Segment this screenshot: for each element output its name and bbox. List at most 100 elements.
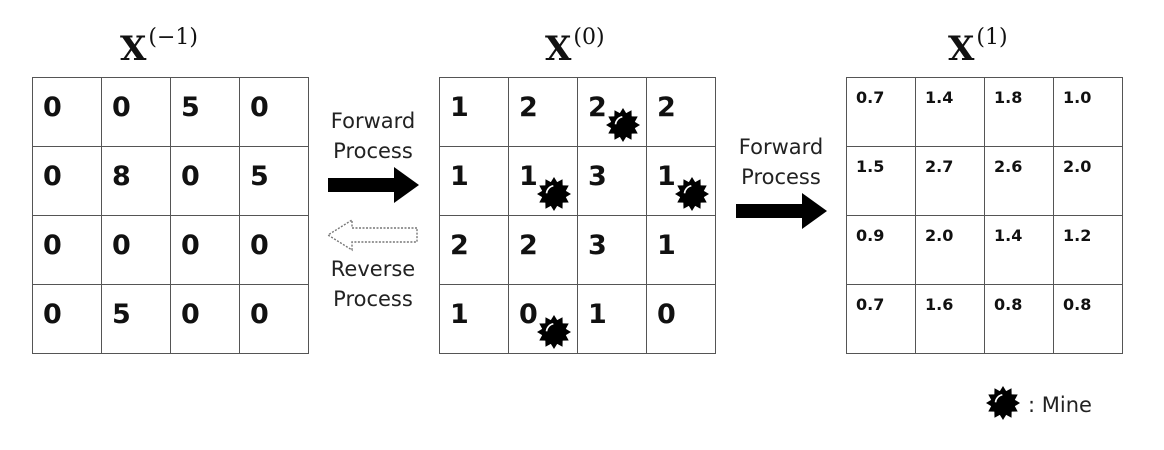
forward-process-label-2: Forward Process: [716, 132, 846, 192]
matrix-cell: 1: [508, 146, 578, 216]
cell-value: 0: [519, 299, 538, 330]
matrix-cell: 0: [32, 284, 102, 354]
cell-value: 0: [181, 230, 200, 261]
matrix-cell: 0: [101, 77, 171, 147]
matrix-title-x-0: X(0): [545, 27, 605, 69]
matrix-cell: 0.9: [846, 215, 916, 285]
matrix-title-base: X: [948, 29, 975, 69]
matrix-cell: 2: [439, 215, 509, 285]
matrix-row: 1.5 2.7 2.6 2.0: [846, 146, 1123, 216]
cell-value: 1: [450, 299, 469, 330]
cell-value: 1: [657, 230, 676, 261]
matrix-cell: 1: [439, 146, 509, 216]
cell-value: 0: [250, 230, 269, 261]
matrix-cell: 0.8: [1053, 284, 1123, 354]
matrix-cell: 1: [577, 284, 647, 354]
cell-value: 2: [450, 230, 469, 261]
legend-text: : Mine: [1028, 393, 1092, 417]
matrix-row: 0.9 2.0 1.4 1.2: [846, 215, 1123, 285]
cell-value: 3: [588, 161, 607, 192]
cell-value: 1.5: [856, 157, 885, 176]
matrix-cell: 1.8: [984, 77, 1054, 147]
matrix-row: 1 1 3 1: [439, 146, 716, 216]
cell-value: 0: [657, 299, 676, 330]
cell-value: 0: [112, 92, 131, 123]
matrix-row: 2 2 3 1: [439, 215, 716, 285]
forward-process-label-1: Forward Process: [308, 106, 438, 166]
matrix-cell: 2.6: [984, 146, 1054, 216]
matrix-cell: 0: [32, 215, 102, 285]
matrix-cell: 2: [577, 77, 647, 147]
cell-value: 2.6: [994, 157, 1023, 176]
cell-value: 1.8: [994, 88, 1023, 107]
cell-value: 2.7: [925, 157, 954, 176]
cell-value: 2: [657, 92, 676, 123]
cell-value: 0.7: [856, 88, 885, 107]
mine-icon: [537, 315, 571, 349]
matrix-cell: 2: [508, 77, 578, 147]
matrix-cell: 0: [170, 146, 240, 216]
matrix-cell: 5: [239, 146, 309, 216]
label-line: Reverse: [330, 257, 416, 281]
matrix-cell: 1.5: [846, 146, 916, 216]
matrix-cell: 0: [32, 77, 102, 147]
legend: : Mine: [986, 386, 1092, 424]
matrix-title-base: X: [545, 29, 572, 69]
cell-value: 0.8: [994, 295, 1023, 314]
cell-value: 1: [519, 161, 538, 192]
matrix-cell: 2.0: [1053, 146, 1123, 216]
cell-value: 1.4: [994, 226, 1023, 245]
matrix-cell: 2: [508, 215, 578, 285]
cell-value: 0: [43, 299, 62, 330]
cell-value: 2: [519, 92, 538, 123]
cell-value: 1.2: [1063, 226, 1092, 245]
cell-value: 0: [43, 161, 62, 192]
matrix-cell: 3: [577, 215, 647, 285]
matrix-title-superscript: (1): [976, 25, 1008, 50]
matrix-cell: 2.7: [915, 146, 985, 216]
cell-value: 0.9: [856, 226, 885, 245]
mine-icon: [606, 108, 640, 142]
forward-arrow-icon: [328, 167, 419, 203]
matrix-cell: 0: [239, 77, 309, 147]
matrix-cell: 0.7: [846, 284, 916, 354]
cell-value: 2: [519, 230, 538, 261]
cell-value: 2: [588, 92, 607, 123]
cell-value: 0: [250, 299, 269, 330]
matrix-title-superscript: (−1): [148, 25, 198, 50]
cell-value: 3: [588, 230, 607, 261]
reverse-arrow-icon: [326, 218, 418, 252]
label-line: Forward: [330, 109, 416, 133]
mine-icon: [675, 177, 709, 211]
matrix-cell: 0: [170, 284, 240, 354]
label-line: Process: [741, 165, 821, 189]
cell-value: 0: [43, 92, 62, 123]
matrix-cell: 8: [101, 146, 171, 216]
cell-value: 1: [450, 161, 469, 192]
matrix-cell: 2: [646, 77, 716, 147]
matrix-title-base: X: [120, 29, 147, 69]
matrix-cell: 0: [101, 215, 171, 285]
cell-value: 0.8: [1063, 295, 1092, 314]
matrix-cell: 2.0: [915, 215, 985, 285]
matrix-cell: 5: [170, 77, 240, 147]
cell-value: 0: [181, 161, 200, 192]
cell-value: 0.7: [856, 295, 885, 314]
cell-value: 8: [112, 161, 131, 192]
matrix-cell: 0: [646, 284, 716, 354]
cell-value: 2.0: [925, 226, 954, 245]
forward-arrow-icon: [736, 193, 827, 229]
matrix-cell: 3: [577, 146, 647, 216]
matrix-cell: 1: [646, 146, 716, 216]
matrix-row: 0 8 0 5: [32, 146, 309, 216]
matrix-cell: 0: [239, 284, 309, 354]
cell-value: 0: [112, 230, 131, 261]
matrix-cell: 1: [439, 284, 509, 354]
label-line: Forward: [738, 135, 824, 159]
